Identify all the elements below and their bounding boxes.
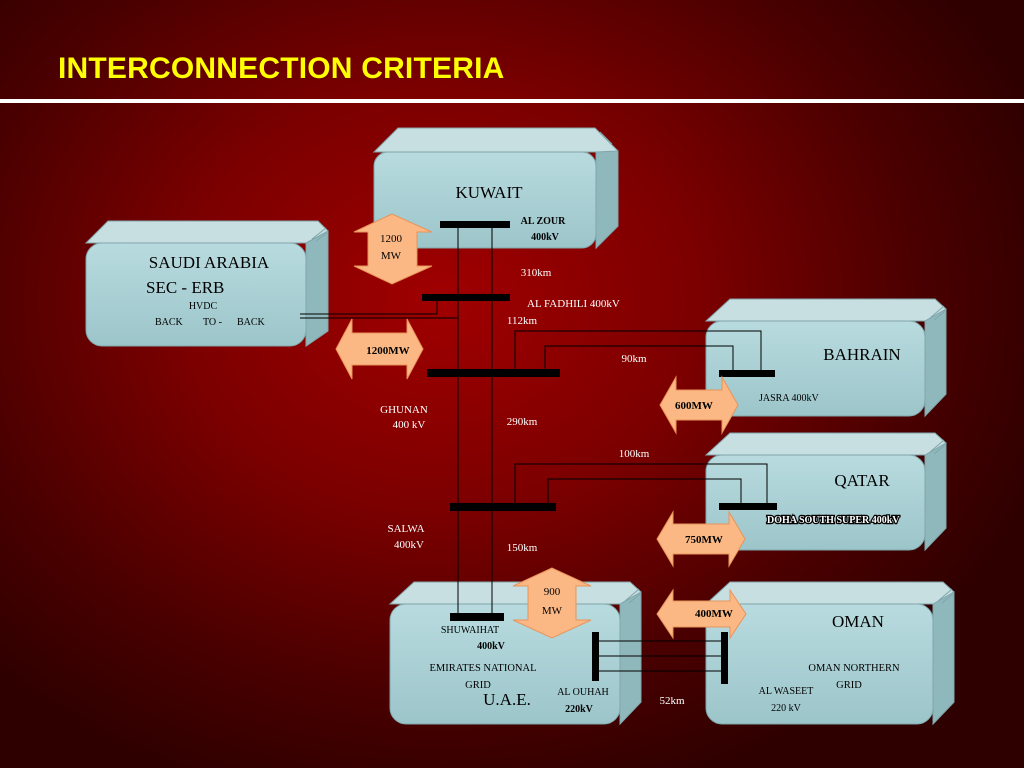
salwa-kv: 400kV	[394, 539, 424, 551]
capacity-arrows	[335, 213, 747, 640]
oman-box	[704, 581, 955, 726]
al-waseet-kv: 220 kV	[771, 703, 802, 714]
uae-grid-label-1: EMIRATES NATIONAL	[429, 663, 536, 674]
al-ouhah-kv: 220kV	[565, 704, 594, 715]
bus-al-fadhili	[422, 294, 510, 301]
kuwait-label: KUWAIT	[455, 183, 523, 202]
arrow-uae	[512, 567, 592, 639]
oman-grid-label-2: GRID	[836, 680, 862, 691]
shuwaihat-kv: 400kV	[477, 641, 506, 652]
salwa-label: SALWA	[387, 523, 424, 535]
arrow-oman	[656, 588, 747, 640]
btb-to: TO -	[203, 317, 222, 328]
bus-al-zour	[440, 221, 510, 228]
oman-grid-label-1: OMAN NORTHERN	[808, 663, 900, 674]
al-zour-kv: 400kV	[531, 232, 560, 243]
saudi-capacity: 1200MW	[366, 345, 409, 357]
bahrain-capacity: 600MW	[675, 400, 713, 412]
kuwait-capacity-1: 1200	[380, 233, 403, 245]
distance-150km: 150km	[507, 542, 538, 554]
distance-100km: 100km	[619, 448, 650, 460]
al-waseet-label: AL WASEET	[759, 686, 814, 697]
uae-capacity-1: 900	[544, 586, 561, 598]
distance-52km: 52km	[659, 695, 685, 707]
bus-doha-south	[719, 503, 777, 510]
oman-capacity: 400MW	[695, 608, 733, 620]
qatar-box	[704, 432, 947, 552]
doha-south-label: DOHA SOUTH SUPER 400kV	[767, 515, 900, 526]
saudi-label: SAUDI ARABIA	[149, 253, 270, 272]
btb-back-2: BACK	[237, 317, 266, 328]
bus-al-ouhah	[592, 632, 599, 681]
bus-al-waseet	[721, 632, 728, 684]
distance-290km: 290km	[507, 416, 538, 428]
al-ouhah-label: AL OUHAH	[557, 687, 609, 698]
arrow-saudi	[335, 318, 424, 380]
uae-box	[388, 581, 642, 726]
jasra-label: JASRA 400kV	[759, 393, 820, 404]
qatar-label: QATAR	[834, 471, 890, 490]
ghunan-label: GHUNAN	[380, 404, 428, 416]
qatar-capacity: 750MW	[685, 534, 723, 546]
al-zour-label: AL ZOUR	[521, 216, 567, 227]
title-divider	[0, 99, 1024, 103]
transmission-lines	[300, 225, 768, 672]
arrow-qatar	[656, 510, 746, 568]
bus-ghunan	[427, 369, 560, 377]
distance-112km: 112km	[507, 315, 538, 327]
slide-title: INTERCONNECTION CRITERIA	[58, 52, 505, 85]
uae-label: U.A.E.	[483, 690, 531, 709]
bahrain-label: BAHRAIN	[823, 345, 900, 364]
uae-grid-label-2: GRID	[465, 680, 491, 691]
qatar-line-1	[514, 463, 768, 507]
ghunan-kv: 400 kV	[393, 419, 426, 431]
arrow-kuwait	[353, 213, 433, 285]
bahrain-line-2	[544, 345, 734, 373]
saudi-box	[84, 220, 329, 347]
btb-back-1: BACK	[155, 317, 184, 328]
al-fadhili-label: AL FADHILI 400kV	[527, 298, 620, 310]
hvdc-label: HVDC	[189, 301, 218, 312]
qatar-line-2	[547, 478, 742, 507]
distance-90km: 90km	[621, 353, 647, 365]
shuwaihat-label: SHUWAIHAT	[441, 625, 499, 636]
uae-capacity-2: MW	[542, 605, 563, 617]
oman-label: OMAN	[832, 612, 884, 631]
saudi-subtitle: SEC - ERB	[146, 278, 224, 297]
bahrain-line-1	[514, 330, 762, 373]
bus-shuwaihat	[450, 613, 504, 621]
kuwait-box	[372, 127, 619, 250]
bus-salwa	[450, 503, 556, 511]
kuwait-capacity-2: MW	[381, 250, 402, 262]
distance-310km: 310km	[521, 267, 552, 279]
arrow-bahrain	[659, 375, 739, 435]
bus-jasra	[719, 370, 775, 377]
bus-bars	[422, 221, 777, 684]
